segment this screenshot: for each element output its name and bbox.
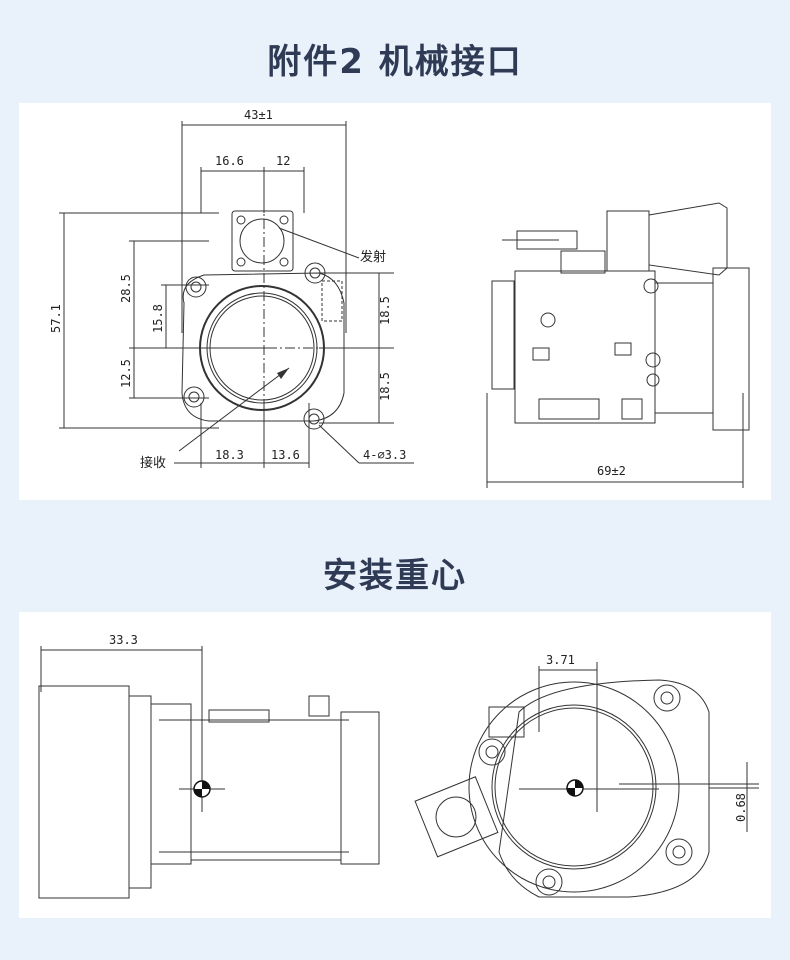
label-receive: 接收 [140, 455, 166, 471]
dim-front-h: 3.71 [546, 653, 575, 667]
section-title-cog: 安装重心 [323, 556, 467, 596]
dim-width-total: 43±1 [244, 108, 273, 122]
dim-h-right1: 18.5 [378, 296, 392, 325]
dim-w1: 16.6 [215, 154, 244, 168]
label-emit: 发射 [360, 249, 386, 265]
center-of-gravity-panel: 33.3 3.71 0.68 [19, 612, 771, 918]
dim-side-length: 69±2 [597, 464, 626, 478]
dim-holes: 4-∅3.3 [363, 448, 406, 462]
mechanical-interface-panel: 43±1 16.6 12 57.1 28.5 15.8 12.5 18.5 18… [19, 103, 771, 500]
dim-h-left1: 28.5 [119, 274, 133, 303]
cog-marker-side [193, 780, 211, 798]
dim-bottom1: 18.3 [215, 448, 244, 462]
cog-marker-front [566, 779, 584, 797]
dim-h-left3: 12.5 [119, 359, 133, 388]
dim-w2: 12 [276, 154, 290, 168]
mechanical-interface-drawing: 43±1 16.6 12 57.1 28.5 15.8 12.5 18.5 18… [49, 108, 750, 488]
dim-front-v: 0.68 [734, 793, 748, 822]
dim-bottom2: 13.6 [271, 448, 300, 462]
dim-height-total: 57.1 [49, 304, 63, 333]
section-title-interface: 附件2 机械接口 [267, 42, 523, 82]
center-of-gravity-drawing: 33.3 3.71 0.68 [38, 633, 759, 899]
dim-side-offset: 33.3 [109, 633, 138, 647]
dim-h-right2: 18.5 [378, 372, 392, 401]
dim-h-left2: 15.8 [151, 304, 165, 333]
